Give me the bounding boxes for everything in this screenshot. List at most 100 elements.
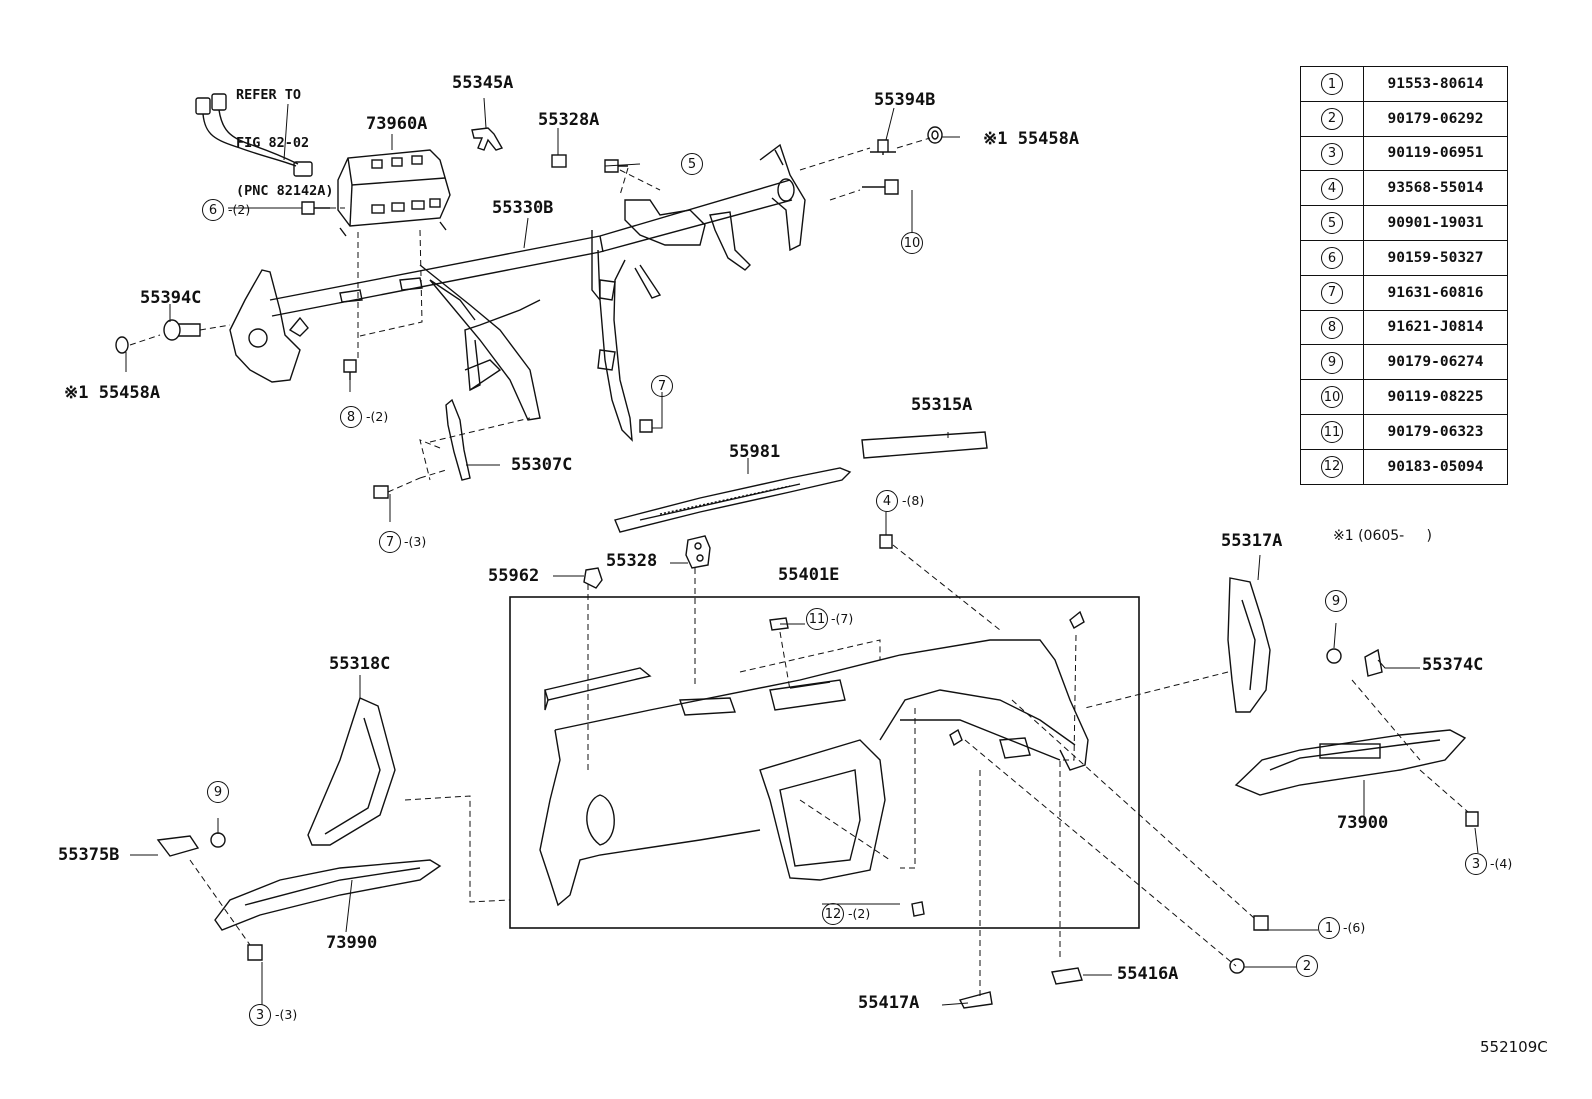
callout-3a-qty: -(4) <box>1490 856 1513 871</box>
part-label-55981: 55981 <box>729 442 781 462</box>
parts-table-ref-cell: 10 <box>1300 379 1364 415</box>
part-label-55458a-left: ※1 55458A <box>64 383 161 403</box>
small-fasteners-illustration <box>115 126 943 499</box>
parts-table-ref-cell: 6 <box>1300 239 1364 276</box>
lower-panel-73900-illustration <box>1234 648 1467 796</box>
parts-table-ref-number: 7 <box>1321 281 1343 304</box>
callout-4: 4 <box>876 490 898 512</box>
parts-table-part-number: 90119-06951 <box>1363 135 1508 172</box>
parts-table-part-number: 93568-55014 <box>1363 170 1508 207</box>
part-label-55394b: 55394B <box>874 90 936 110</box>
reference-note-line1: REFER TO <box>236 87 302 103</box>
parts-table-row: 1 91553-80614 <box>1300 66 1508 102</box>
callout-12-qty: -(2) <box>848 906 871 921</box>
callout-3b: 3 <box>249 1004 271 1026</box>
instrument-panel-55401e-illustration <box>539 610 1089 907</box>
lower-fasteners-illustration <box>210 534 1479 1009</box>
parts-table-ref-cell: 4 <box>1300 170 1364 207</box>
cross-car-beam-55330b-illustration <box>229 143 806 442</box>
part-label-55315a: 55315A <box>911 395 973 415</box>
callout-6: 6 <box>202 199 224 221</box>
callout-9b: 9 <box>207 781 229 803</box>
parts-table-row: 5 90901-19031 <box>1300 205 1508 241</box>
parts-table-part-number: 90179-06292 <box>1363 100 1508 137</box>
parts-table-part-number: 90119-08225 <box>1363 379 1508 415</box>
parts-table-part-number: 90183-05094 <box>1363 448 1508 485</box>
pad-55315a-illustration <box>861 431 988 459</box>
callout-12: 12 <box>822 903 844 925</box>
parts-reference-table: 1 91553-80614 2 90179-06292 3 90119-06951 4 935… <box>1300 66 1508 485</box>
reference-note-line2: FIG 82-02 <box>236 135 310 151</box>
parts-table-ref-cell: 8 <box>1300 309 1364 346</box>
callout-4-qty: -(8) <box>902 493 925 508</box>
parts-table-row: 12 90183-05094 <box>1300 448 1508 485</box>
parts-table-ref-number: 12 <box>1321 455 1343 478</box>
callout-5: 5 <box>681 153 703 175</box>
parts-table-part-number: 91553-80614 <box>1363 66 1508 102</box>
parts-table-ref-number: 8 <box>1321 316 1343 339</box>
parts-table-row: 8 91621-J0814 <box>1300 309 1508 346</box>
parts-table-ref-number: 2 <box>1321 107 1343 130</box>
parts-table-ref-number: 1 <box>1321 73 1343 96</box>
callout-6-qty: -(2) <box>228 202 251 217</box>
callout-9a: 9 <box>1325 590 1347 612</box>
callout-8-qty: -(2) <box>366 409 389 424</box>
callout-7b-qty: -(3) <box>404 534 427 549</box>
callout-10: 10 <box>901 232 923 254</box>
part-label-73960a: 73960A <box>366 114 428 134</box>
part-label-55416a: 55416A <box>1117 964 1179 984</box>
parts-table-ref-number: 5 <box>1321 212 1343 235</box>
parts-table-row: 3 90119-06951 <box>1300 135 1508 172</box>
label-leader-lines <box>125 97 1479 1006</box>
parts-table-ref-number: 4 <box>1321 177 1343 200</box>
part-label-55394c: 55394C <box>140 288 202 308</box>
part-label-55317a: 55317A <box>1221 531 1283 551</box>
part-label-55375b: 55375B <box>58 845 120 865</box>
part-label-55328: 55328 <box>606 551 658 571</box>
parts-table-part-number: 90901-19031 <box>1363 205 1508 241</box>
parts-table-ref-cell: 1 <box>1300 66 1364 102</box>
part-label-55962: 55962 <box>488 566 540 586</box>
reference-note-line3: (PNC 82142A) <box>236 183 334 199</box>
parts-table-ref-cell: 5 <box>1300 205 1364 241</box>
defroster-nozzle-55981-illustration <box>614 467 852 533</box>
parts-table-row: 2 90179-06292 <box>1300 100 1508 137</box>
parts-table-ref-number: 3 <box>1321 142 1343 165</box>
parts-table-ref-cell: 3 <box>1300 135 1364 172</box>
part-label-55401e: 55401E <box>778 565 840 585</box>
parts-table-part-number: 90159-50327 <box>1363 239 1508 276</box>
part-label-55318c: 55318C <box>329 654 391 674</box>
parts-table-part-number: 91621-J0814 <box>1363 309 1508 346</box>
parts-table-ref-cell: 7 <box>1300 274 1364 311</box>
parts-table-ref-cell: 11 <box>1300 413 1364 450</box>
diagram-code: 552109C <box>1480 1038 1548 1056</box>
assembly-dashed-lines <box>129 137 1469 1000</box>
callout-3a: 3 <box>1465 853 1487 875</box>
part-label-55328a: 55328A <box>538 110 600 130</box>
side-panel-55317a-illustration <box>1227 577 1271 713</box>
footnote: ※1 (0605- ) <box>1333 528 1432 544</box>
part-label-73900: 73900 <box>1337 813 1389 833</box>
parts-table-ref-number: 9 <box>1321 351 1343 374</box>
parts-table-row: 4 93568-55014 <box>1300 170 1508 207</box>
part-label-55307c: 55307C <box>511 455 573 475</box>
side-panel-55318c-illustration <box>307 697 396 846</box>
callout-11: 11 <box>806 608 828 630</box>
callout-2: 2 <box>1296 955 1318 977</box>
clip-55962-55328-illustration <box>583 535 711 589</box>
parts-table-ref-cell: 2 <box>1300 100 1364 137</box>
part-label-55330b: 55330B <box>492 198 554 218</box>
callout-7a: 7 <box>651 375 673 397</box>
callout-8: 8 <box>340 406 362 428</box>
parts-table-ref-number: 6 <box>1321 247 1343 270</box>
instrument-panel-box <box>509 596 1140 929</box>
airbag-73960a-illustration <box>337 149 451 237</box>
parts-table-ref-number: 11 <box>1321 421 1343 444</box>
callout-1: 1 <box>1318 917 1340 939</box>
part-label-55458a-top: ※1 55458A <box>983 129 1080 149</box>
